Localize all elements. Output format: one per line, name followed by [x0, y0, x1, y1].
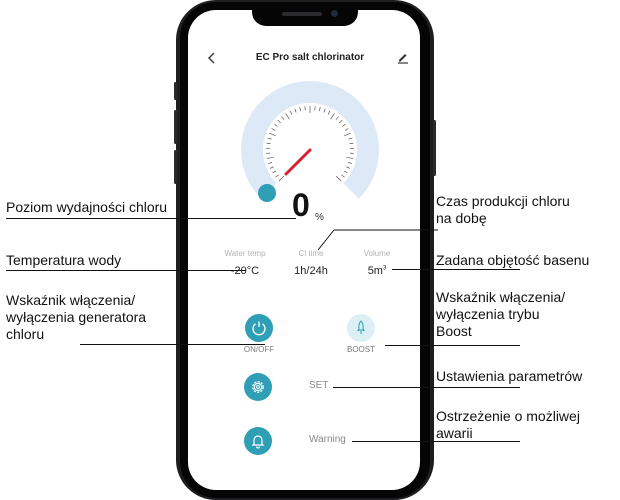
phone-camera: [331, 10, 338, 17]
phone-speaker: [282, 12, 322, 16]
gauge-tick: [268, 162, 273, 164]
gauge-tick: [275, 174, 279, 178]
annotation-boost-line1: Wskaźnik włączenia/: [436, 289, 566, 305]
volume-value: 5m3: [342, 265, 412, 277]
gauge-tick: [335, 175, 342, 182]
chlorine-percentage-unit: %: [315, 212, 324, 223]
gauge-tick: [281, 116, 285, 120]
annotation-boost-line3: Boost: [436, 323, 472, 339]
chlorine-gauge: [241, 80, 379, 219]
gauge-tick: [327, 110, 331, 115]
gauge-tick: [274, 123, 278, 127]
leader-line-chlorine-level: [6, 218, 296, 219]
gauge-tick: [339, 119, 343, 124]
gauge-tick: [323, 108, 326, 113]
gauge-knob[interactable]: [258, 184, 276, 202]
annotation-production-time-line1: Czas produkcji chloru: [436, 193, 570, 209]
annotation-water-temp: Temperatura wody: [6, 252, 122, 268]
warning-label[interactable]: Warning: [309, 434, 346, 445]
gauge-tick: [346, 166, 351, 169]
bell-icon: [251, 435, 265, 449]
gauge-tick: [335, 116, 339, 120]
cl-time-value: 1h/24h: [294, 265, 328, 277]
gear-icon: [252, 381, 264, 393]
gauge-tick: [266, 142, 271, 145]
annotation-generator-line2: wyłączenia generatora: [6, 309, 147, 325]
gauge-tick: [349, 142, 354, 145]
onoff-button[interactable]: [245, 314, 273, 342]
annotation-warning-line2: awarii: [436, 425, 473, 441]
back-chevron-icon[interactable]: [204, 50, 220, 66]
gauge-tick: [341, 174, 345, 178]
settings-button[interactable]: [244, 373, 272, 401]
set-label[interactable]: SET: [309, 380, 329, 391]
volume-value-exponent: 3: [382, 265, 387, 272]
warning-button[interactable]: [244, 427, 272, 455]
power-icon: [252, 321, 266, 336]
gauge-tick: [348, 137, 353, 140]
gauge-tick: [299, 107, 302, 112]
annotation-production-time-line2: na dobę: [436, 210, 487, 226]
gauge-tick: [347, 162, 352, 164]
boost-label: BOOST: [346, 345, 375, 354]
annotation-warning-line1: Ostrzeżenie o możliwej: [436, 408, 580, 424]
gauge-tick: [269, 132, 276, 137]
gauge-tick: [267, 137, 272, 140]
leader-line-production-time: [318, 229, 438, 251]
chlorine-percentage-value: 0: [292, 187, 310, 223]
gauge-tick: [330, 113, 335, 120]
annotation-generator-line1: Wskaźnik włączenia/: [6, 292, 136, 308]
leader-line-generator: [80, 344, 265, 345]
gauge-tick: [272, 170, 277, 174]
volume-label: Volume: [363, 249, 391, 258]
gauge-tick: [269, 166, 274, 169]
leader-line-settings: [333, 387, 520, 388]
gauge-needle: [284, 148, 312, 176]
annotation-settings: Ustawienia parametrów: [436, 368, 583, 384]
gauge-tick: [278, 175, 285, 182]
gauge-tick: [318, 107, 321, 112]
phone-side-button: [174, 82, 177, 100]
annotation-chlorine-level: Poziom wydajności chloru: [6, 199, 168, 215]
leader-line-boost: [385, 345, 520, 346]
gauge-tick: [277, 119, 281, 124]
water-temp-value: -20°C: [230, 265, 260, 277]
volume-value-text: 5m: [367, 265, 383, 277]
gauge-tick: [294, 108, 297, 113]
leader-line-water-temp: [6, 270, 246, 271]
phone-volume-up: [174, 110, 177, 144]
annotation-boost-line2: wyłączenia trybu: [436, 306, 540, 322]
gauge-tick: [342, 123, 346, 127]
gauge-tick: [344, 128, 349, 131]
gauge-tick: [266, 156, 274, 159]
annotation-pool-volume: Zadana objętość basenu: [436, 252, 590, 268]
gauge-tick: [344, 132, 351, 137]
edit-pencil-icon[interactable]: [396, 50, 410, 64]
phone-power-button: [433, 120, 436, 176]
gauge-tick: [289, 110, 293, 115]
gauge-tick: [271, 128, 276, 131]
onoff-label: ON/OFF: [243, 345, 275, 354]
gauge-tick: [285, 113, 290, 120]
gauge-tick: [346, 156, 354, 159]
app-title: EC Pro salt chlorinator: [255, 52, 365, 63]
rocket-icon: [357, 320, 365, 334]
boost-button[interactable]: [347, 314, 375, 342]
leader-line-pool-volume: [392, 269, 520, 270]
phone-volume-down: [174, 150, 177, 184]
leader-line-warning: [352, 441, 520, 442]
gauge-tick: [343, 170, 348, 174]
cl-time-label: Cl time: [298, 249, 324, 258]
annotation-generator-line3: chloru: [6, 326, 45, 342]
water-temp-label: Water temp: [224, 249, 266, 258]
